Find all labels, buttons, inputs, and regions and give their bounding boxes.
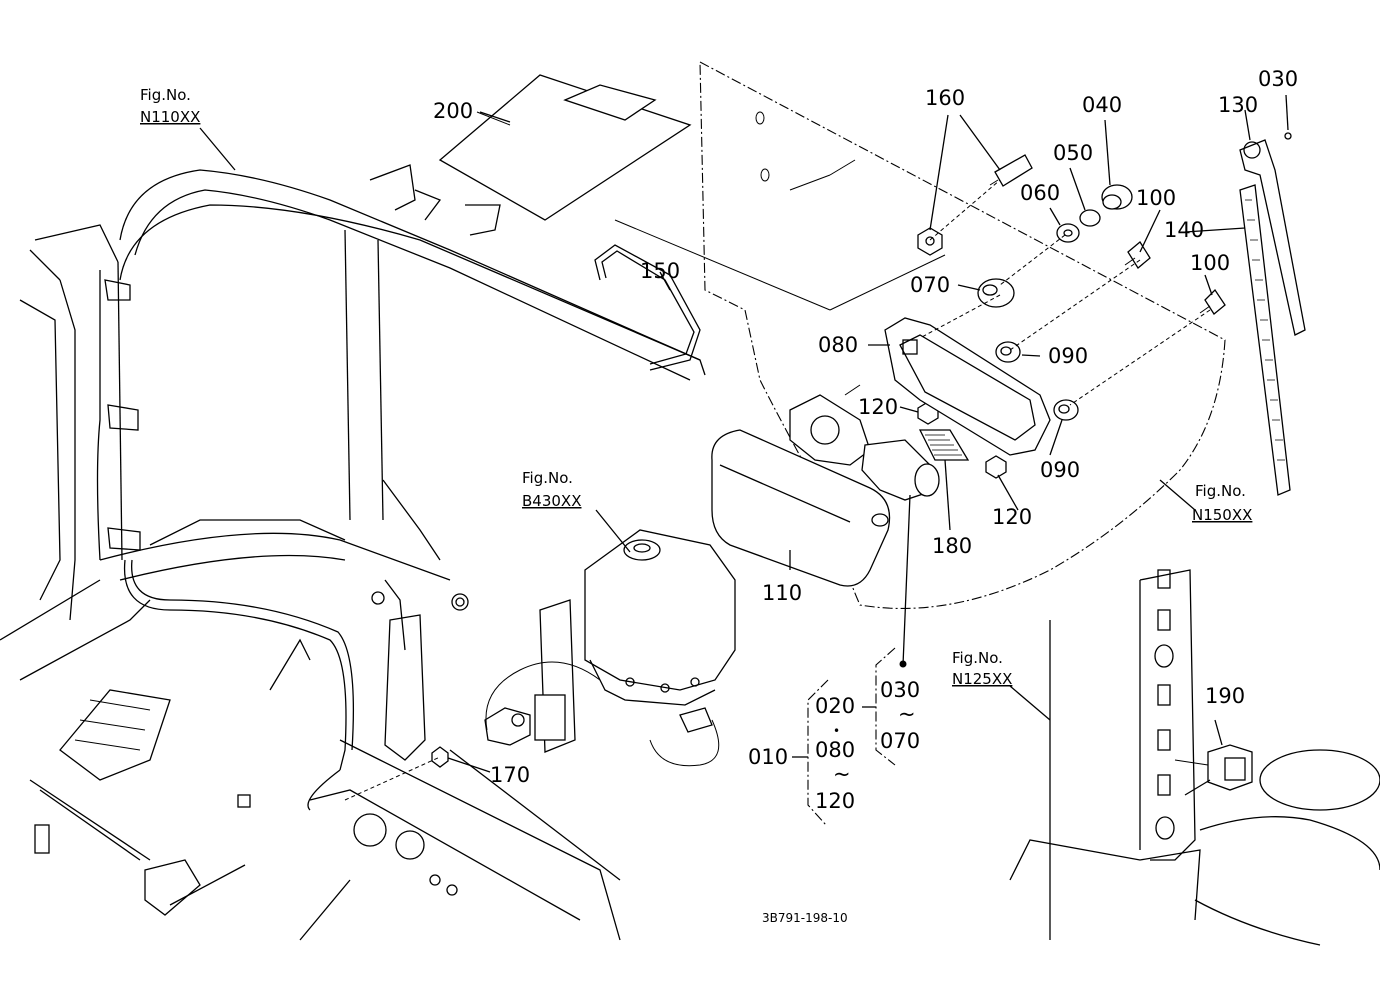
grommet-090-a (995, 341, 1021, 363)
decal-200-sheet (438, 74, 692, 221)
wiper-arm-130 (1239, 132, 1306, 336)
washer-tank (484, 529, 736, 767)
label-200: 200 (433, 99, 473, 123)
cab-frame (0, 164, 706, 941)
label-070-range: 070 (880, 729, 920, 753)
fastener-160-bolt (989, 154, 1033, 187)
label-120-a: 120 (858, 395, 898, 419)
label-010: 010 (748, 745, 788, 769)
label-140: 140 (1164, 218, 1204, 242)
fig-ref-prefix: Fig.No. (952, 649, 1003, 667)
fig-ref-number: B430XX (522, 492, 581, 510)
label-tilde-b: ~ (898, 702, 916, 726)
label-090-a: 090 (1048, 344, 1088, 368)
fig-ref-n125[interactable]: Fig.No. N125XX (952, 649, 1012, 688)
label-150: 150 (640, 259, 680, 283)
leader-lines (199, 94, 1289, 801)
label-120-range: 120 (815, 789, 855, 813)
fig-ref-n150[interactable]: Fig.No. N150XX (1192, 482, 1252, 524)
fig-ref-number: N110XX (140, 108, 200, 126)
bracket-080 (884, 317, 1051, 456)
switch-190 (1174, 744, 1253, 791)
grommet-170 (431, 746, 449, 768)
label-tilde-a: ~ (833, 762, 851, 786)
fig-ref-prefix: Fig.No. (140, 86, 191, 104)
label-110: 110 (762, 581, 802, 605)
washer-050 (1079, 209, 1101, 227)
washer-040 (1101, 184, 1133, 210)
pad-180 (918, 429, 970, 461)
label-130: 130 (1218, 93, 1258, 117)
label-060: 060 (1020, 181, 1060, 205)
label-dot: • (833, 724, 840, 738)
grommet-090-b (1053, 399, 1079, 421)
fastener-160-nut (917, 227, 943, 256)
fig-ref-n110[interactable]: Fig.No. N110XX (140, 86, 200, 126)
label-120-b: 120 (992, 505, 1032, 529)
fig-ref-prefix: Fig.No. (522, 469, 573, 487)
nut-120-b (985, 455, 1007, 479)
label-180: 180 (932, 534, 972, 558)
label-040: 040 (1082, 93, 1122, 117)
nut-060 (1056, 223, 1080, 243)
cover-110 (711, 429, 891, 587)
label-100-a: 100 (1136, 186, 1176, 210)
bolt-100-b (1199, 288, 1226, 315)
bolt-100-a (1124, 241, 1151, 269)
label-160: 160 (925, 86, 965, 110)
label-080-range: 080 (815, 738, 855, 762)
label-080: 080 (818, 333, 858, 357)
fig-ref-b430[interactable]: Fig.No. B430XX (522, 469, 581, 510)
label-030-range: 030 (880, 678, 920, 702)
label-170: 170 (490, 763, 530, 787)
label-050: 050 (1053, 141, 1093, 165)
fig-ref-number: N125XX (952, 670, 1012, 688)
label-070: 070 (910, 273, 950, 297)
bracket-group-010 (792, 647, 907, 826)
fig-ref-number: N150XX (1192, 506, 1252, 524)
label-100-b: 100 (1190, 251, 1230, 275)
diagram-code: 3B791-198-10 (762, 911, 848, 925)
grommet-070 (977, 278, 1015, 308)
fig-ref-prefix: Fig.No. (1195, 482, 1246, 500)
label-030: 030 (1258, 67, 1298, 91)
wiper-blade-140 (1239, 184, 1291, 496)
label-020: 020 (815, 694, 855, 718)
label-190: 190 (1205, 684, 1245, 708)
label-090-b: 090 (1040, 458, 1080, 482)
pillar-right (1009, 569, 1380, 946)
wiper-motor (789, 384, 940, 501)
